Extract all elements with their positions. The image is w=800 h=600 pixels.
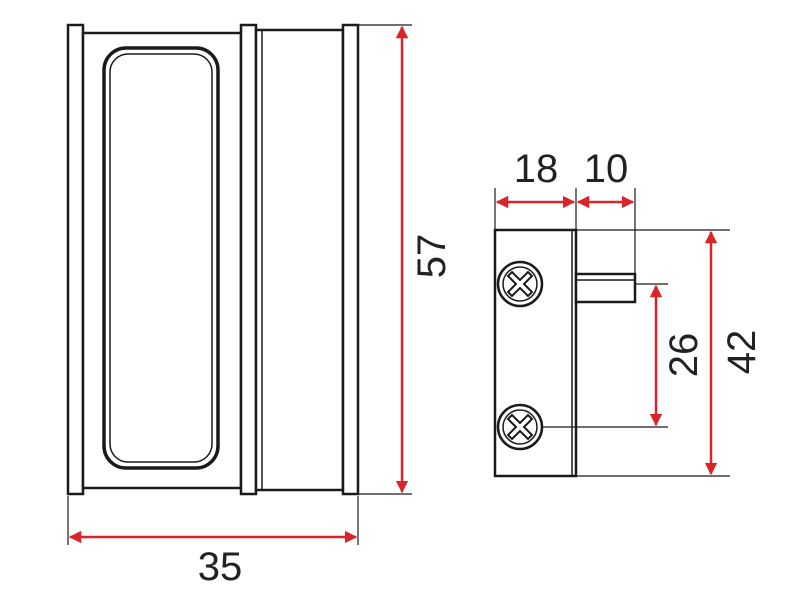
handle-right-end-cap: [341, 23, 360, 496]
dimension-label-42: 42: [720, 330, 764, 375]
handle-extension-lines: [67, 24, 412, 545]
dimension-label-26: 26: [662, 333, 706, 378]
phillips-screw-icon: [496, 260, 544, 308]
bracket-extension-lines: [494, 188, 730, 477]
dimension-handle-width: 35: [68, 530, 358, 589]
dimension-pin-length: 10: [576, 147, 635, 209]
handle-grip-recess: [102, 46, 220, 470]
dimension-label-35: 35: [198, 545, 243, 589]
bracket-side-view: [493, 228, 637, 478]
handle-left-end-cap: [66, 23, 85, 496]
phillips-screw-icon: [496, 403, 544, 451]
dimension-screw-spacing: 26: [649, 284, 706, 427]
dimension-label-57: 57: [410, 234, 454, 279]
handle-right-body: [254, 28, 345, 492]
bracket-pin: [574, 272, 637, 304]
handle-middle-divider: [239, 23, 258, 496]
dimension-plate-width: 18: [495, 147, 576, 209]
dimension-handle-height: 57: [395, 25, 454, 494]
handle-front-view: [66, 23, 360, 496]
dimension-bracket-height: 42: [704, 230, 764, 476]
handle-grip-inner: [109, 53, 213, 463]
dimension-label-10: 10: [584, 147, 629, 191]
dimension-label-18: 18: [514, 147, 559, 191]
